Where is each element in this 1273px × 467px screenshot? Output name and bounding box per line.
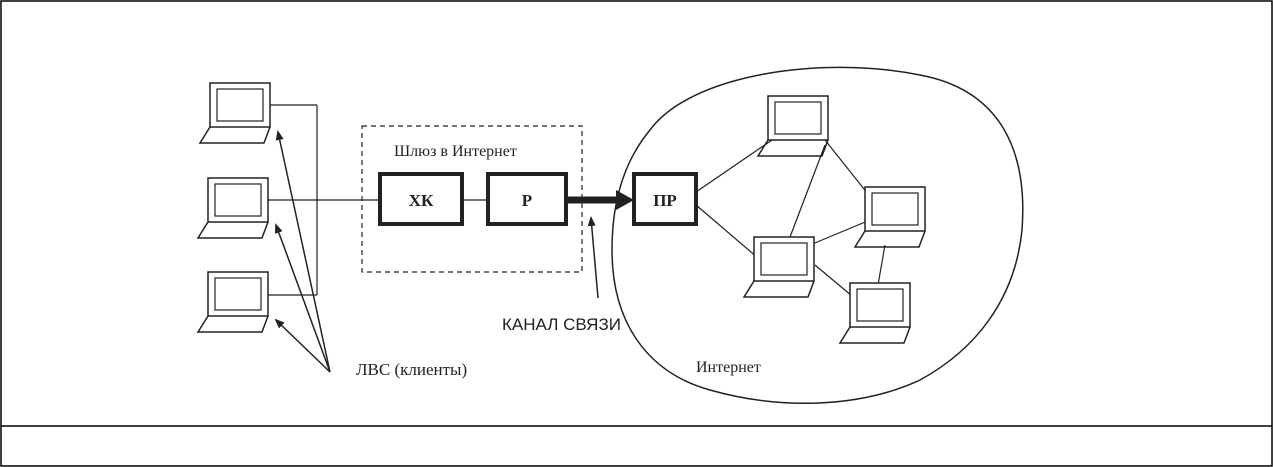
channel-label: КАНАЛ СВЯЗИ bbox=[502, 315, 621, 334]
hk-label: ХК bbox=[409, 191, 434, 210]
lan-computer-1-icon bbox=[199, 82, 271, 144]
internet-links bbox=[695, 139, 886, 297]
pr-label: ПР bbox=[653, 191, 677, 210]
lan-bus bbox=[268, 104, 380, 296]
internet-cloud bbox=[611, 66, 1024, 404]
lan-arrows bbox=[274, 130, 331, 373]
internet-label: Интернет bbox=[696, 359, 761, 376]
gateway-label: Шлюз в Интернет bbox=[394, 143, 517, 160]
lan-computer-3-icon bbox=[197, 271, 269, 333]
channel-arrowhead bbox=[616, 190, 634, 210]
r-box bbox=[486, 172, 568, 226]
hk-box bbox=[378, 172, 464, 226]
internet-computer-1-icon bbox=[757, 95, 829, 157]
pr-box bbox=[632, 172, 698, 226]
internet-computer-2-icon bbox=[854, 186, 926, 248]
r-label: Р bbox=[522, 191, 532, 210]
lan-computer-2-icon bbox=[197, 177, 269, 239]
channel-pointer bbox=[587, 216, 599, 299]
internet-computer-4-icon bbox=[839, 282, 911, 344]
lan-label: ЛВС (клиенты) bbox=[356, 360, 467, 379]
internet-computer-3-icon bbox=[743, 236, 815, 298]
